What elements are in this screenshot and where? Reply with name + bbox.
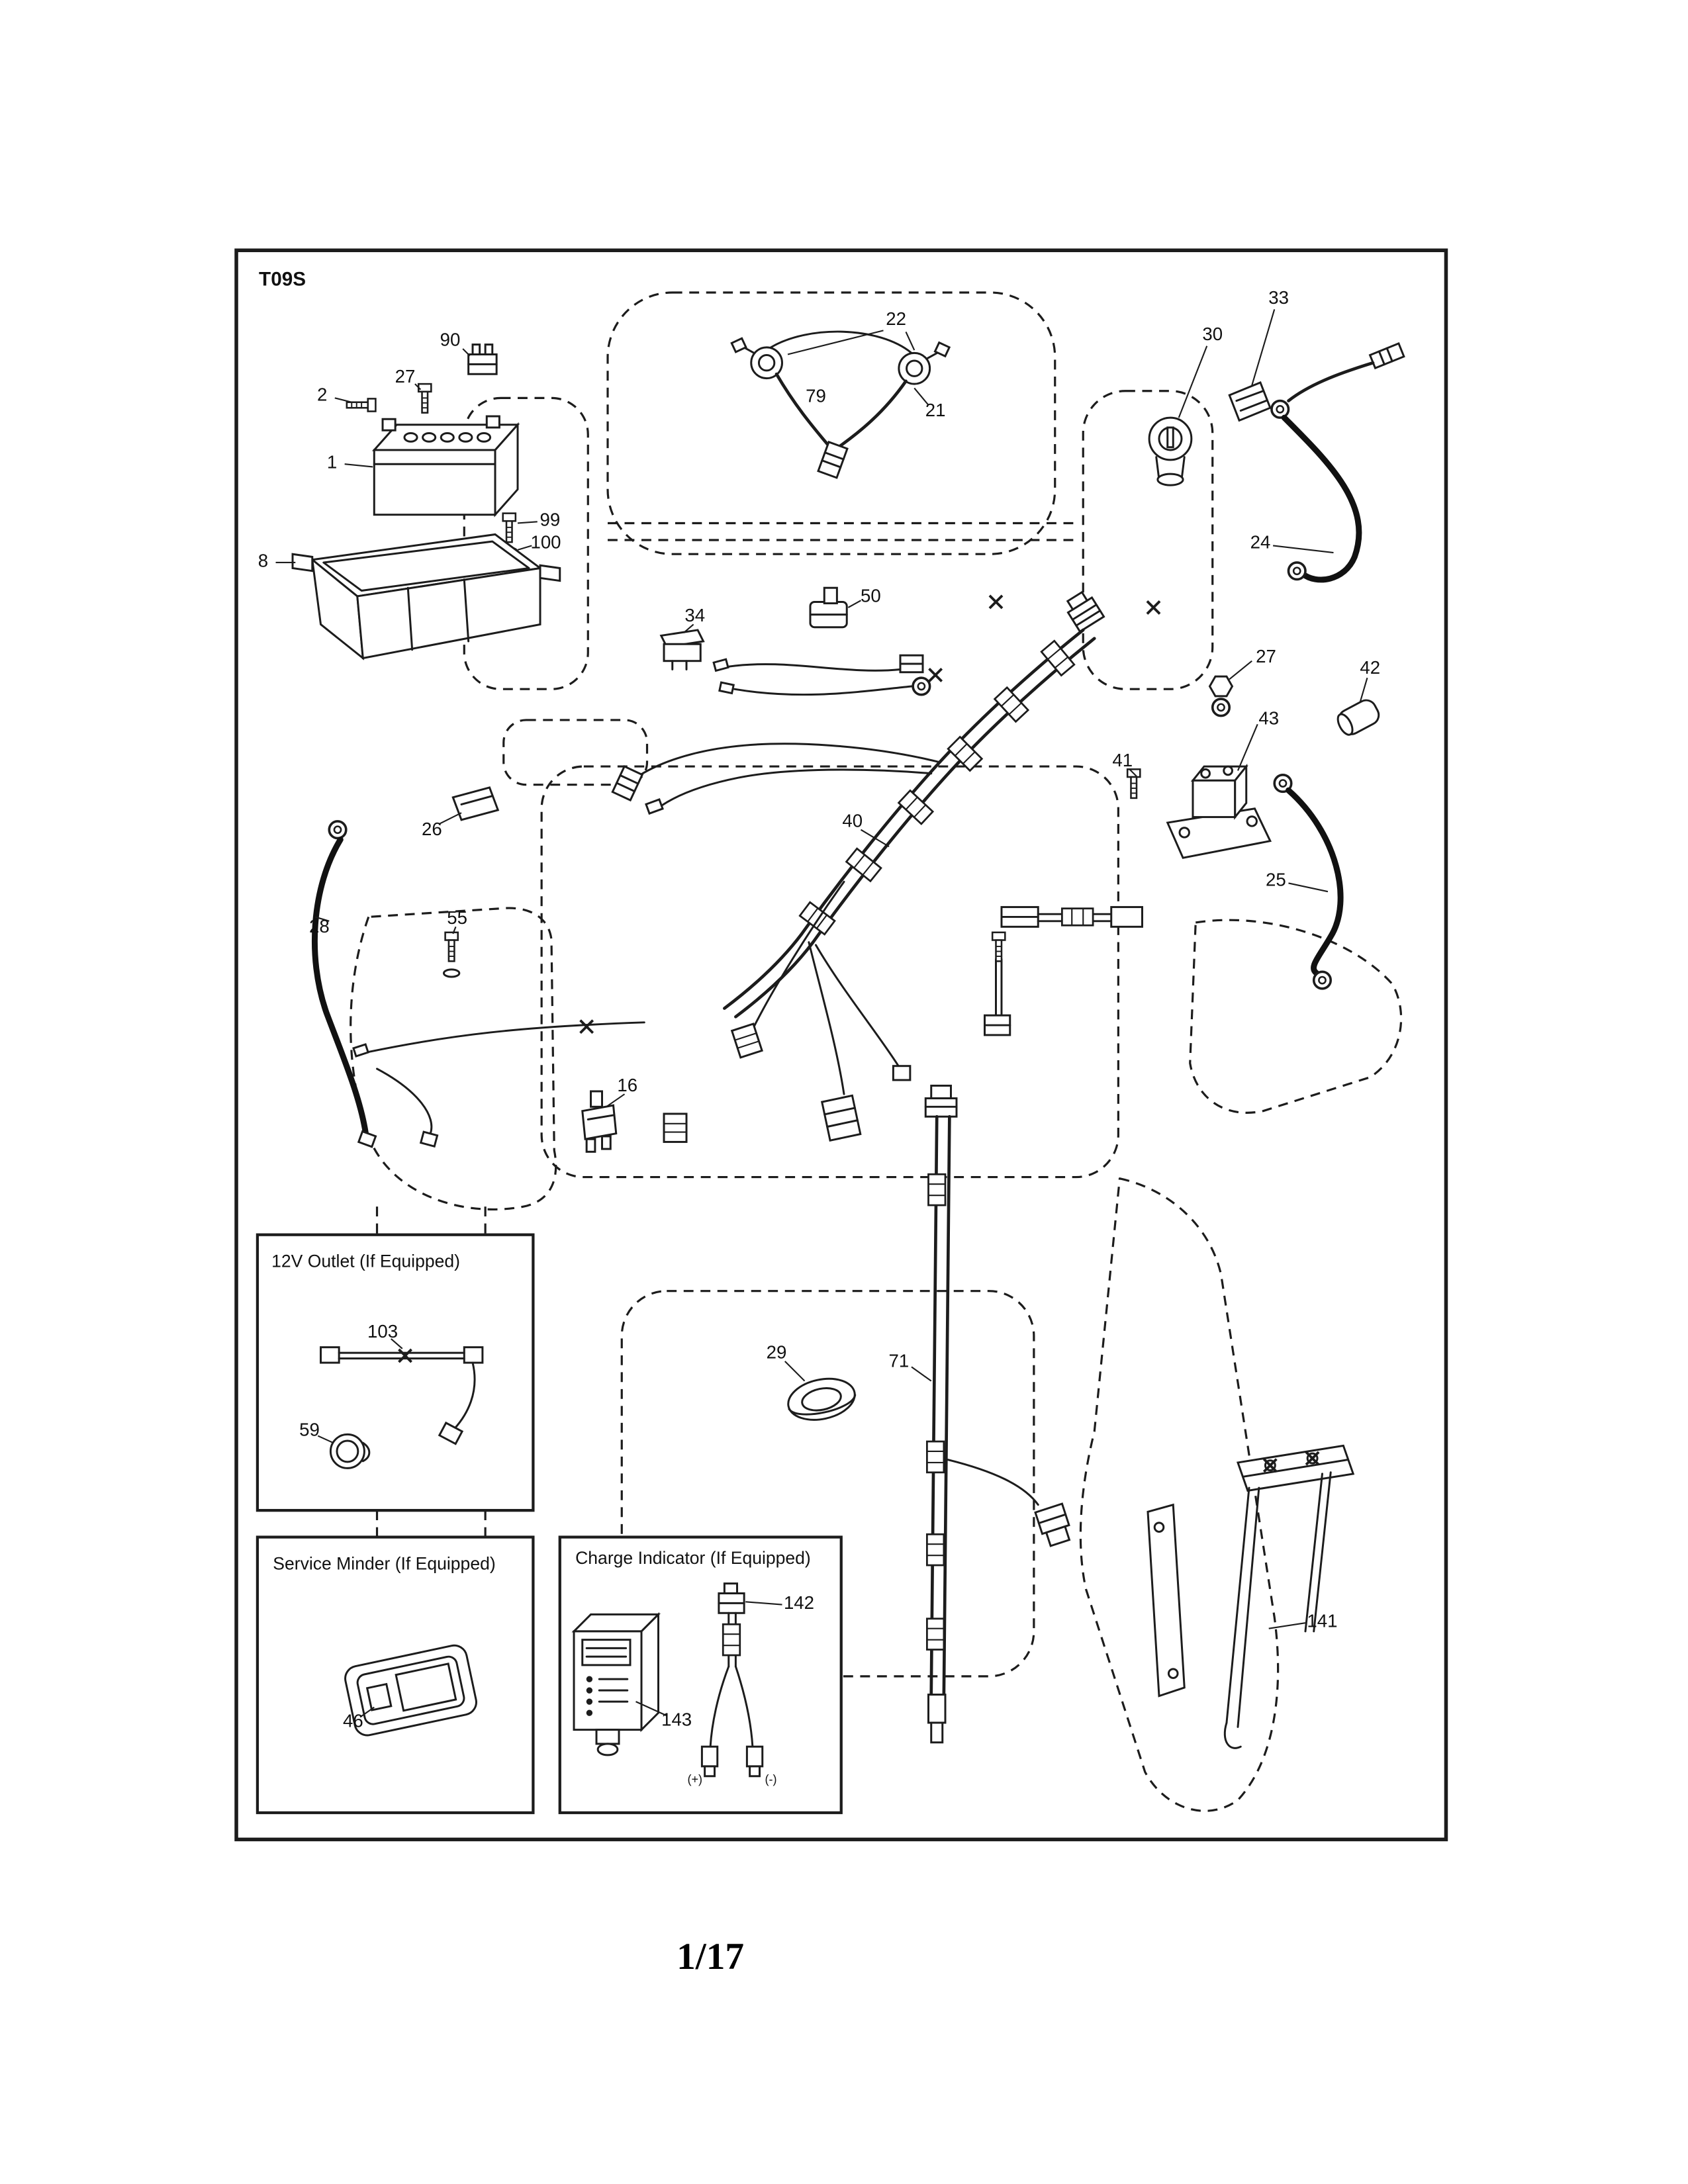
part-label-103: 103 [367,1321,398,1342]
diagram-code: T09S [259,268,306,290]
seat-bracket-141: 141 [1147,1444,1355,1749]
battery-group: 90 27 2 1 99 [258,330,561,660]
part-label-1: 1 [327,452,337,473]
part-label-24: 24 [1250,532,1271,553]
center-connector [820,1094,862,1142]
part-label-90: 90 [440,330,461,350]
part-label-33: 33 [1268,287,1289,308]
part-label-30: 30 [1202,324,1223,344]
inset-service-minder: Service Minder (If Equipped) 46 [256,1535,535,1815]
part-label-99: 99 [540,510,561,530]
headlight-socket-left [730,337,783,380]
part-label-55: 55 [447,907,467,928]
charge-indicator-unit [571,1612,661,1756]
cable-25-group: 25 [1266,774,1344,990]
part-label-26: 26 [422,819,442,839]
headlight-connector [817,440,849,479]
main-harness-40: 40 [611,590,1143,1142]
part-label-2: 2 [317,385,327,405]
part-label-28: 28 [309,916,330,936]
ignition-group: 30 33 [1148,287,1289,486]
harness-top-connector [1066,590,1105,633]
service-minder-display [344,1644,477,1737]
plunger-switch-16: 16 [581,1075,637,1153]
fuse-holder-26: 26 [422,786,500,839]
switch-34: 34 [659,605,705,670]
battery-harness-71: 71 [889,1084,1071,1744]
part-label-100: 100 [530,532,561,553]
headlight-harness-group: 22 79 21 [730,308,951,479]
part-label-50: 50 [861,585,881,606]
ignition-switch [1148,416,1193,486]
charge-minus-label: (-) [765,1772,776,1786]
battery-box [291,533,561,660]
part-label-42: 42 [1360,657,1380,678]
interlock-switch-50: 50 [809,585,881,629]
part-label-142: 142 [784,1592,814,1613]
lead-connector [899,654,924,674]
cable-24-top-terminal [1368,342,1405,370]
part-label-71: 71 [889,1350,910,1371]
part-label-41: 41 [1112,750,1133,770]
fuse-33 [1228,381,1272,422]
inset-12v-outlet-title: 12V Outlet (If Equipped) [271,1251,460,1271]
page-number: 1/17 [677,1936,744,1978]
part-label-40: 40 [842,810,863,831]
part-label-25: 25 [1266,870,1286,890]
part-label-143: 143 [661,1709,692,1729]
connector-90 [467,343,498,375]
part-label-43: 43 [1258,707,1279,728]
nut-27 [1208,675,1234,698]
right-sub-harness [1000,906,1143,928]
battery [371,415,520,518]
inset-12v-outlet-box [256,1233,535,1512]
outlet-59 [329,1433,371,1469]
inset-charge-indicator: Charge Indicator (If Equipped) 143 [558,1535,843,1815]
part-label-46: 46 [343,1710,363,1731]
solenoid-group: 27 43 41 [1112,646,1279,859]
charge-plus-label: (+) [687,1772,702,1786]
part-label-34: 34 [684,605,705,625]
small-vertical-lead [984,931,1011,1036]
headlight-socket-right [898,341,951,385]
part-label-8: 8 [258,550,268,570]
branch-connector-left [611,765,644,802]
part-label-79: 79 [806,386,826,406]
part-label-21: 21 [925,400,946,420]
diagram-border [234,248,1448,1842]
part-label-27-solenoid: 27 [1256,646,1276,666]
inset-12v-outlet: 12V Outlet (If Equipped) 103 59 [256,1206,535,1537]
lower-left-leads [352,1019,645,1148]
inset-service-minder-title: Service Minder (If Equipped) [273,1553,495,1573]
charge-indicator-harness [700,1582,764,1778]
bolt-55: 55 [442,907,467,978]
screw-27 [417,383,432,414]
cap-29: 29 [767,1342,857,1421]
screw-99 [502,512,517,543]
bolt-2 [346,398,377,412]
part-label-22: 22 [886,308,906,329]
cable-24-group: 24 [1250,342,1405,583]
ground-cable-28: 28 [309,820,377,1148]
part-label-16: 16 [617,1075,637,1095]
part-label-141: 141 [1307,1611,1337,1631]
inset-charge-indicator-title: Charge Indicator (If Equipped) [575,1548,811,1568]
part-label-59: 59 [299,1420,320,1440]
chassis-dashed-outlines [350,291,1403,1812]
part-label-27-battery: 27 [395,366,416,387]
small-lead-wires [712,594,1161,696]
harness-71-branch-plug [1034,1502,1071,1547]
part-label-29: 29 [767,1342,787,1363]
connector-mid-left [663,1113,688,1143]
terminal-boot-42: 42 [1336,657,1380,736]
